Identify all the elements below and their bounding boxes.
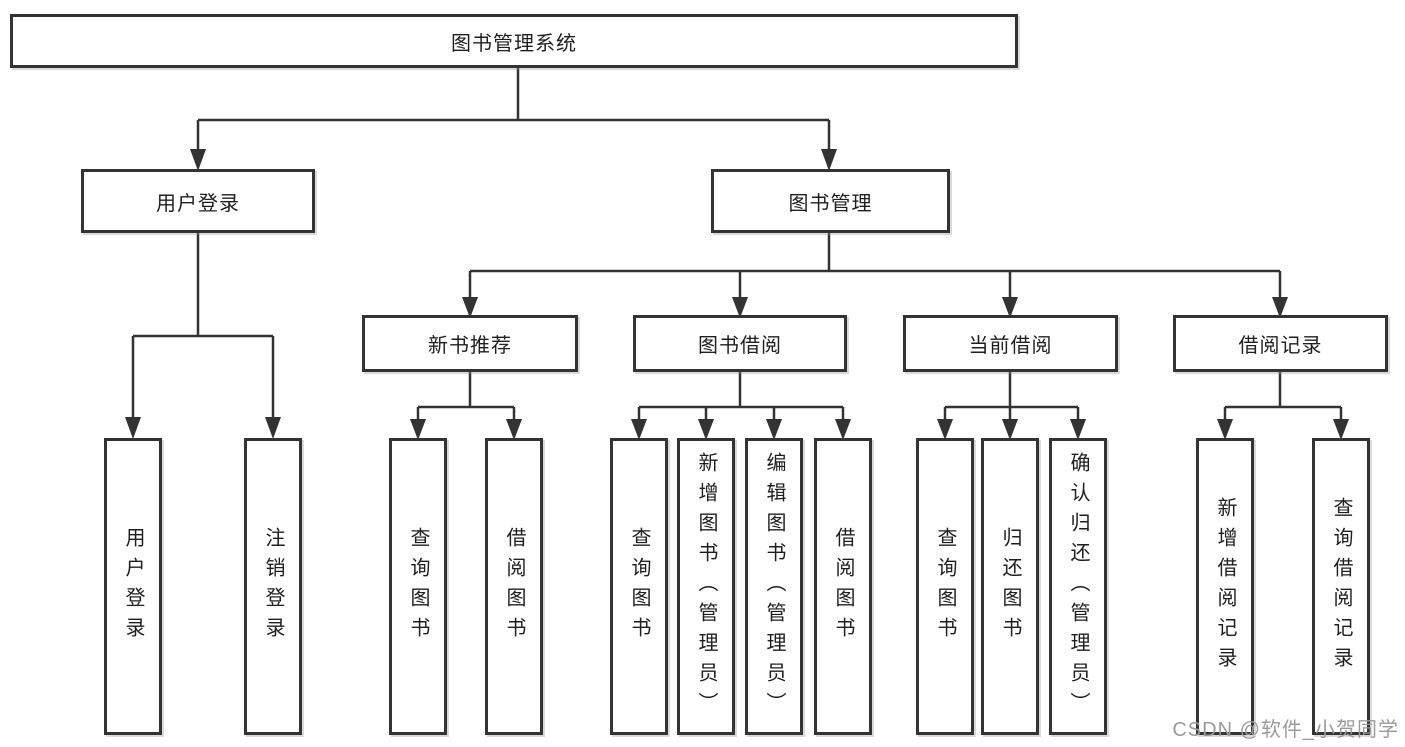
node-label: 借阅记录 [1238,335,1323,357]
node-label: 用户登录 [122,526,144,647]
node-label: 新增图书（管理员） [695,451,717,722]
node-label: 图书借阅 [698,335,782,357]
node-recommend-query-book: 查询图书 [389,438,447,735]
node-book-borrow: 图书借阅 [633,315,847,372]
node-label: 新增借阅记录 [1214,496,1236,677]
csdn-watermark: CSDN @软件_小贺同学 [1172,719,1399,741]
node-confirm-return-admin: 确认归还（管理员） [1049,438,1107,735]
node-return-book: 归还图书 [981,438,1039,735]
node-label: 查询图书 [407,526,429,647]
node-label: 借阅图书 [503,526,525,647]
node-label: 图书管理 [788,192,873,215]
node-current-query-book: 查询图书 [916,438,974,735]
node-label: 注销登录 [262,526,284,647]
node-label: 归还图书 [999,526,1021,647]
node-borrow-query-book: 查询图书 [610,438,668,735]
node-current-borrow: 当前借阅 [903,315,1118,372]
node-label: 用户登录 [156,192,240,215]
node-label: 查询图书 [628,526,650,647]
node-new-book-recommend: 新书推荐 [362,315,578,372]
node-add-book-admin: 新增图书（管理员） [677,438,735,735]
node-library-management-system: 图书管理系统 [10,14,1018,68]
node-label: 查询图书 [934,526,956,647]
node-label: 借阅图书 [832,526,854,647]
node-borrow-book-leaf: 借阅图书 [814,438,872,735]
node-label: 图书管理系统 [451,32,577,55]
node-recommend-borrow-book: 借阅图书 [485,438,543,735]
node-add-borrow-record: 新增借阅记录 [1196,438,1254,735]
node-label: 新书推荐 [428,335,512,357]
node-label: 当前借阅 [968,335,1053,357]
node-label: 查询借阅记录 [1330,496,1352,677]
node-borrow-records: 借阅记录 [1173,315,1388,372]
node-edit-book-admin: 编辑图书（管理员） [745,438,803,735]
node-user-login: 用户登录 [81,169,315,233]
node-book-management: 图书管理 [711,169,950,233]
node-label: 编辑图书（管理员） [763,451,785,722]
node-query-borrow-record: 查询借阅记录 [1312,438,1370,735]
node-logout: 注销登录 [244,438,302,735]
node-label: 确认归还（管理员） [1067,451,1089,722]
node-user-login-leaf: 用户登录 [104,438,162,735]
